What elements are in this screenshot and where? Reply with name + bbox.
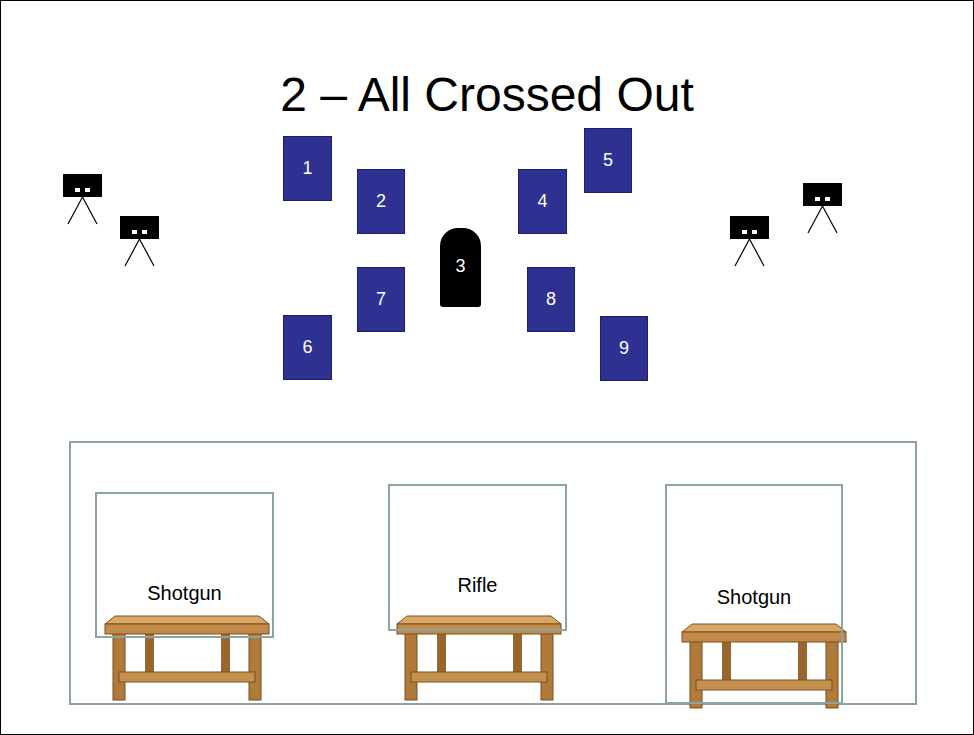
station-label: Rifle (457, 574, 497, 597)
shooting-station: Rifle (388, 484, 567, 631)
station-label: Shotgun (147, 582, 222, 605)
target-number: 7 (376, 289, 386, 310)
steel-plate: 4 (518, 169, 567, 234)
stage-title: 2 – All Crossed Out (0, 66, 974, 124)
target-number: 6 (302, 337, 312, 358)
target-number: 9 (619, 338, 629, 359)
station-label: Shotgun (717, 586, 792, 609)
shooting-area (70, 442, 916, 704)
steel-plate: 5 (584, 128, 632, 193)
target-number: 3 (455, 256, 465, 277)
target-number: 2 (376, 191, 386, 212)
steel-plate: 8 (527, 267, 575, 332)
steel-plate: 9 (600, 316, 648, 381)
steel-plate: 7 (357, 267, 405, 332)
steel-plate: 1 (283, 136, 332, 201)
steel-plate: 2 (357, 169, 405, 234)
target-number: 8 (546, 289, 556, 310)
target-number: 4 (537, 191, 547, 212)
target-number: 1 (302, 158, 312, 179)
target: 3 (440, 228, 481, 307)
shooting-station: Shotgun (95, 492, 274, 638)
target-number: 5 (603, 150, 613, 171)
steel-plate: 6 (283, 315, 332, 380)
shooting-station: Shotgun (665, 484, 843, 704)
